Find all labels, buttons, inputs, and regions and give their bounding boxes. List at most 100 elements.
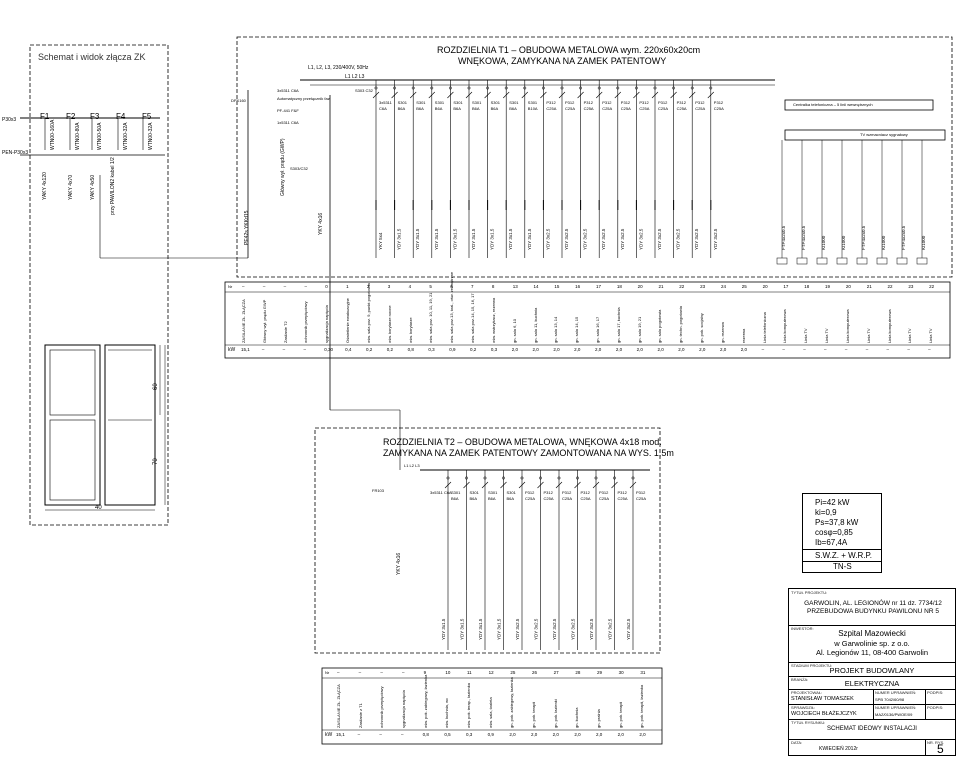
t1-table-kw-18: 2,0 (615, 347, 623, 352)
title-block: TYTUŁ PROJEKTU: GARWOLIN, AL. LEGIONÓW n… (788, 588, 956, 756)
t1-breaker-type-16: P312 (677, 100, 687, 105)
t1-breaker-type-15: P312 (658, 100, 668, 105)
t1-table-kw-19: 2,0 (636, 347, 643, 352)
tb-project-head: TYTUŁ PROJEKTU: (791, 590, 828, 595)
t1-breaker-rating-12: C25A (602, 106, 612, 111)
t1-table-kw-9: 0,3 (428, 347, 435, 352)
t1-table-nr-18: 18 (616, 284, 622, 289)
t1-table-nr-16: 16 (575, 284, 581, 289)
t1-table-nr-10: 6 (450, 284, 453, 289)
t1-cable-23: FTP4x2x0.5 (861, 225, 866, 250)
t2-table-nr-1: – (358, 670, 362, 675)
t2-table-desc-1: Zasilanie z T1 (357, 703, 363, 728)
t1-breaker-13 (614, 80, 622, 258)
t2-breaker-type-6: P312 (562, 490, 572, 495)
zk-pdox-label: P30x3 (2, 117, 17, 123)
t1-telecom-line-23 (856, 140, 868, 265)
t1-table-nr-14: 14 (533, 284, 539, 289)
t1-breaker-rating-11: C25A (584, 106, 594, 111)
t1-table-nr-30: 21 (866, 284, 872, 289)
t1-table-desc-21: gn. techn. pogotowia (678, 306, 684, 343)
t1-cable-0: YKY 5x4 (378, 232, 383, 250)
zk-title: Schemat i widok złącza ZK (38, 52, 146, 62)
t1-left-fuse2: 1x5311 C6A (277, 120, 299, 125)
t2-table-kw-0: 15,1 (336, 732, 345, 737)
t2-cable-8: YDY 3x2.5 (589, 618, 594, 640)
t1-breaker-rating-0: C6A (379, 106, 387, 111)
t2-table-frame (321, 667, 663, 745)
t1-table-kw-26: – (782, 347, 785, 352)
tb-designer: STANISŁAW TOMASZEK (791, 696, 854, 702)
t2-cable-9: YDY 3x2.5 (608, 618, 613, 640)
t2-table-desc-3: sygnalizacja napięcia (401, 690, 406, 728)
t1-table-nr-6: 2 (366, 284, 370, 289)
t2-frame (314, 427, 661, 654)
param-protection: S.W.Z. + W.R.P. (815, 551, 872, 560)
t2-breaker-type-3: S301 (507, 490, 517, 495)
t1-table-kw-24: 2,0 (740, 347, 748, 352)
t2-breaker-4 (518, 470, 526, 650)
tb-checker-head: SPRAWDZIŁ: (791, 705, 816, 710)
t2-table-nr-13: 30 (618, 670, 624, 675)
t1-breaker-2 (409, 80, 417, 258)
t2-left-fuse: 3x5311 C6A (430, 490, 452, 495)
t1-table-kw-6: 0,2 (365, 347, 373, 352)
t1-table-nr-24: 25 (741, 284, 747, 289)
t1-left-apf: Automatyczny przełącznik faz (277, 96, 330, 101)
t2-table-kw-10: 2,0 (552, 732, 559, 737)
t1-cable-4: YDY 3x1.5 (452, 228, 457, 250)
t1-cable-3: YDY 3x1.5 (434, 228, 439, 250)
t2-breaker-rating-5: C25A (544, 496, 554, 501)
t2-table-desc-2: ochronnik przepięciowy (379, 686, 385, 728)
t1-table-kw-head: kW (228, 347, 236, 353)
t1-breaker-3 (428, 80, 436, 258)
t1-table-desc-1: Główny wył. prądu GWP (261, 299, 267, 343)
tb-branch-head: BRANŻA: (791, 677, 809, 682)
t1-table-nr-21: 22 (679, 284, 685, 289)
t1-table-desc-31: Linia komputerowa (886, 309, 892, 343)
t1-main-switch: S303 C32 (355, 88, 373, 93)
parameters-box: Pi=42 kW ki=0,9 Ps=37,8 kW cosφ=0,85 Ib=… (802, 493, 882, 573)
t2-table-kw-13: 2,0 (617, 732, 624, 737)
t1-table-desc-30: Linia TV (865, 328, 871, 343)
t1-breaker-rating-9: C25A (546, 106, 556, 111)
t1-breaker-type-3: S301 (435, 100, 445, 105)
zk-cable-4: przy PAWILON2 kabel 1/2 (110, 157, 116, 215)
t2-breaker-rating-6: C25A (562, 496, 572, 501)
t1-breaker-type-14: P312 (639, 100, 649, 105)
t1-cable-2: YDY 3x1.5 (415, 228, 420, 250)
t1-table-kw-7: 0,2 (386, 347, 394, 352)
param-ki: ki=0,9 (815, 508, 837, 517)
tb-checker: WOJCIECH BŁAŻEJCZYK (791, 711, 857, 717)
tb-drawing: SCHEMAT IDEOWY INSTALACJI (827, 726, 917, 732)
zk-dim-width: 40 (95, 505, 102, 511)
t1-table-desc-4: sygnalizacja napięcia (324, 305, 330, 343)
t1-breaker-rating-10: C25A (565, 106, 575, 111)
zk-pen-label: PEN-P30x3 (2, 150, 29, 156)
t2-breaker-type-0: S301 (451, 490, 461, 495)
t2-table-kw-5: 0,5 (444, 732, 451, 737)
t1-table-kw-0: 15,1 (241, 347, 250, 352)
t1-table-kw-2: – (282, 347, 286, 352)
t1-table-kw-4: 0,30 (324, 347, 334, 352)
zk-fuse-f5: F5 (142, 112, 152, 121)
t1-table-nr-5: 1 (346, 284, 349, 289)
t1-cable-17: YDY 3x2.5 (694, 228, 699, 250)
t1-table-nr-12: 8 (491, 284, 495, 289)
t1-cable-9: YDY 3x2.5 (545, 228, 550, 250)
t1-breaker-12 (595, 80, 603, 258)
t1-breaker-1 (391, 80, 398, 258)
t1-breaker-type-8: S301 (528, 100, 538, 105)
t2-table-nr-7: 12 (488, 670, 494, 675)
t1-table-desc-18: gn. sala 17, kuchnia (615, 307, 621, 343)
t1-breaker-rating-13: C25A (621, 106, 631, 111)
t1-table-nr-11: 7 (471, 284, 474, 289)
zk-fuse-f3: F3 (90, 112, 100, 121)
t1-breaker-type-13: P312 (621, 100, 631, 105)
zk-fuse-rating-2: WTN00-80A (75, 122, 81, 150)
t1-table-desc-11: ośw. sala poz.14, 15, 16, 17 (470, 293, 476, 343)
t1-table-kw-28: – (824, 347, 827, 352)
t1-table-nr-3: – (304, 284, 307, 289)
t1-breaker-rating-17: C25A (695, 106, 705, 111)
